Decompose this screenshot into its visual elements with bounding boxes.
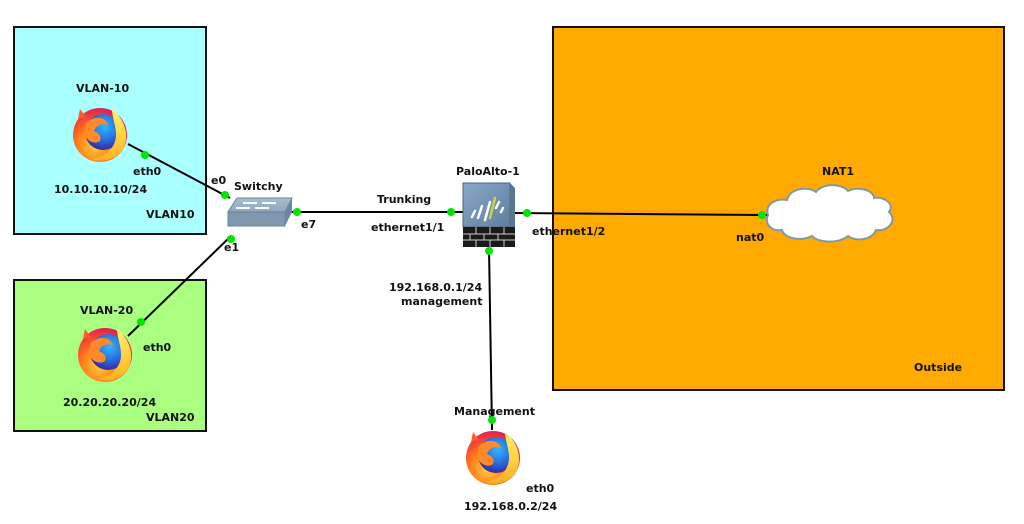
vlan20-port-label: eth0 — [143, 341, 172, 354]
paloalto-eth11-label: ethernet1/1 — [371, 221, 444, 234]
switch-e0-port[interactable] — [221, 191, 229, 199]
switch-icon — [227, 197, 293, 227]
switch-port-e1-label: e1 — [224, 241, 239, 254]
vlan20-host-name: VLAN-20 — [80, 304, 133, 317]
management-port-label: eth0 — [526, 482, 555, 495]
vlan10-ip: 10.10.10.10/24 — [54, 183, 147, 196]
management-ip: 192.168.0.2/24 — [464, 500, 557, 513]
switch-node[interactable]: Switchy e0 e1 e7 — [211, 174, 316, 254]
paloalto-mgmt-label: management — [401, 295, 483, 308]
management-eth0-port[interactable] — [488, 416, 496, 424]
switch-name: Switchy — [234, 180, 283, 193]
paloalto-eth12-port[interactable] — [523, 209, 531, 217]
paloalto-node[interactable]: PaloAlto-1 ethernet1/1 ethernet1/2 192.1… — [371, 165, 605, 308]
paloalto-name: PaloAlto-1 — [456, 165, 520, 178]
switch-e7-port[interactable] — [293, 208, 301, 216]
firefox-icon — [466, 431, 520, 485]
management-host[interactable]: Management eth0 192.168.0.2/24 — [454, 405, 557, 513]
switch-port-e0-label: e0 — [211, 174, 226, 187]
paloalto-eth11-port[interactable] — [447, 208, 455, 216]
nat-node[interactable]: NAT1 nat0 — [736, 165, 894, 244]
link-vlan20-switch[interactable] — [127, 235, 232, 337]
link-paloalto-nat[interactable] — [511, 212, 771, 216]
link-paloalto-management[interactable] — [488, 247, 493, 431]
switch-e1-port[interactable] — [227, 235, 235, 243]
vlan10-port-label: eth0 — [133, 165, 162, 178]
nat-port-label: nat0 — [736, 231, 765, 244]
paloalto-eth12-label: ethernet1/2 — [532, 225, 605, 238]
cloud-icon — [765, 184, 894, 243]
outside-zone-label: Outside — [914, 361, 962, 374]
paloalto-mgmt-port[interactable] — [485, 247, 493, 255]
vlan10-zone-label: VLAN10 — [146, 208, 195, 221]
vlan10-eth0-port[interactable] — [141, 151, 149, 159]
firefox-icon — [73, 108, 127, 162]
firefox-icon — [78, 328, 132, 382]
vlan20-host[interactable]: VLAN-20 eth0 20.20.20.20/24 — [63, 304, 172, 409]
nat-name: NAT1 — [822, 165, 854, 178]
nat-nat0-port[interactable] — [758, 211, 766, 219]
switch-port-e7-label: e7 — [301, 218, 316, 231]
firewall-icon — [462, 182, 515, 247]
link-label-trunking: Trunking — [377, 193, 431, 206]
management-host-name: Management — [454, 405, 535, 418]
vlan20-eth0-port[interactable] — [137, 318, 145, 326]
vlan20-zone-label: VLAN20 — [146, 411, 195, 424]
paloalto-mgmt-ip: 192.168.0.1/24 — [389, 281, 482, 294]
vlan10-host-name: VLAN-10 — [76, 82, 129, 95]
vlan20-ip: 20.20.20.20/24 — [63, 396, 156, 409]
vlan10-host[interactable]: VLAN-10 eth0 10.10.10.10/24 — [54, 82, 162, 196]
